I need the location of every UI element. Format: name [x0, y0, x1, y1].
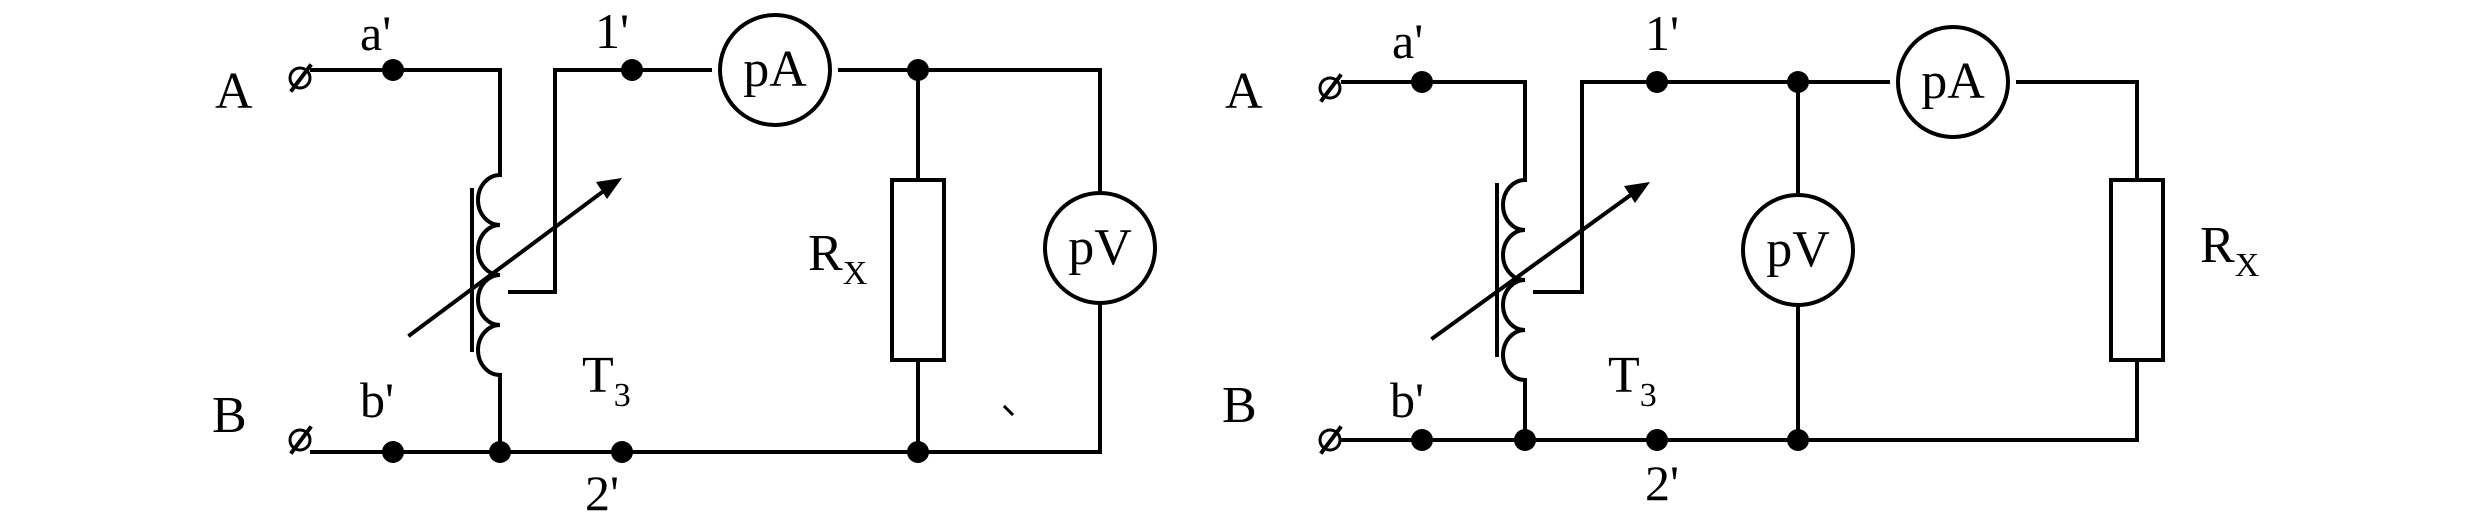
left-resistor-label: RX — [808, 225, 867, 292]
left-voltmeter[interactable]: pV — [1043, 191, 1157, 305]
left-node-1-dot — [621, 59, 643, 81]
right-resistor[interactable] — [2109, 178, 2165, 362]
left-resistor[interactable] — [890, 178, 946, 362]
left-node-2-label: 2' — [585, 465, 619, 521]
left-terminal-B-label: B — [212, 387, 247, 444]
left-voltmeter-label: pV — [1068, 219, 1132, 276]
left-adjust-arrow — [407, 178, 622, 338]
left-terminal-B[interactable] — [288, 425, 313, 455]
right-node-2-dot — [1646, 429, 1668, 451]
right-adjust-arrow — [1430, 182, 1650, 341]
left-node-1-label: 1' — [595, 3, 629, 59]
left-node-2-dot — [611, 441, 633, 463]
right-node-b-dot — [1411, 429, 1433, 451]
right-circuit: pA pV RX A B a' b' 1' 2' T3 — [1222, 5, 2259, 511]
right-voltmeter-label: pV — [1766, 221, 1830, 278]
left-ammeter[interactable]: pA — [718, 13, 832, 127]
left-ammeter-label: pA — [743, 41, 807, 98]
right-junction-bottom — [1787, 429, 1809, 451]
right-node-1-label: 1' — [1645, 5, 1679, 61]
left-node-a-dot — [382, 59, 404, 81]
right-terminal-B-label: B — [1222, 377, 1257, 434]
right-resistor-label: RX — [2200, 217, 2259, 284]
right-voltmeter[interactable]: pV — [1741, 193, 1855, 307]
left-node-a-label: a' — [360, 5, 391, 61]
left-circuit: pA RX pV A B a' b' 1' 2' T3 — [212, 3, 1157, 521]
right-node-a-dot — [1411, 71, 1433, 93]
right-terminal-A[interactable] — [1318, 73, 1343, 103]
right-ammeter[interactable]: pA — [1896, 25, 2010, 139]
left-stray-mark — [1002, 404, 1015, 417]
right-ammeter-label: pA — [1921, 53, 1985, 110]
right-junction-top — [1787, 71, 1809, 93]
left-terminal-A-label: A — [215, 63, 253, 120]
left-terminal-A[interactable] — [288, 63, 313, 93]
right-terminal-B[interactable] — [1318, 425, 1343, 455]
right-wires — [1341, 80, 2139, 442]
left-junction-top — [907, 59, 929, 81]
right-node-a-label: a' — [1392, 13, 1423, 69]
left-transformer-label: T3 — [582, 347, 631, 414]
right-junction-coil — [1514, 429, 1536, 451]
right-node-2-label: 2' — [1645, 455, 1679, 511]
left-junction-bottom — [907, 441, 929, 463]
left-junction-coil — [489, 441, 511, 463]
left-node-b-dot — [382, 441, 404, 463]
left-wires — [310, 68, 1102, 454]
left-transformer-coil — [476, 172, 503, 378]
right-terminal-A-label: A — [1225, 63, 1263, 120]
right-node-1-dot — [1646, 71, 1668, 93]
right-transformer-coil — [1501, 177, 1528, 383]
left-node-b-label: b' — [360, 372, 394, 428]
right-node-b-label: b' — [1390, 372, 1424, 428]
right-transformer-label: T3 — [1608, 347, 1657, 414]
